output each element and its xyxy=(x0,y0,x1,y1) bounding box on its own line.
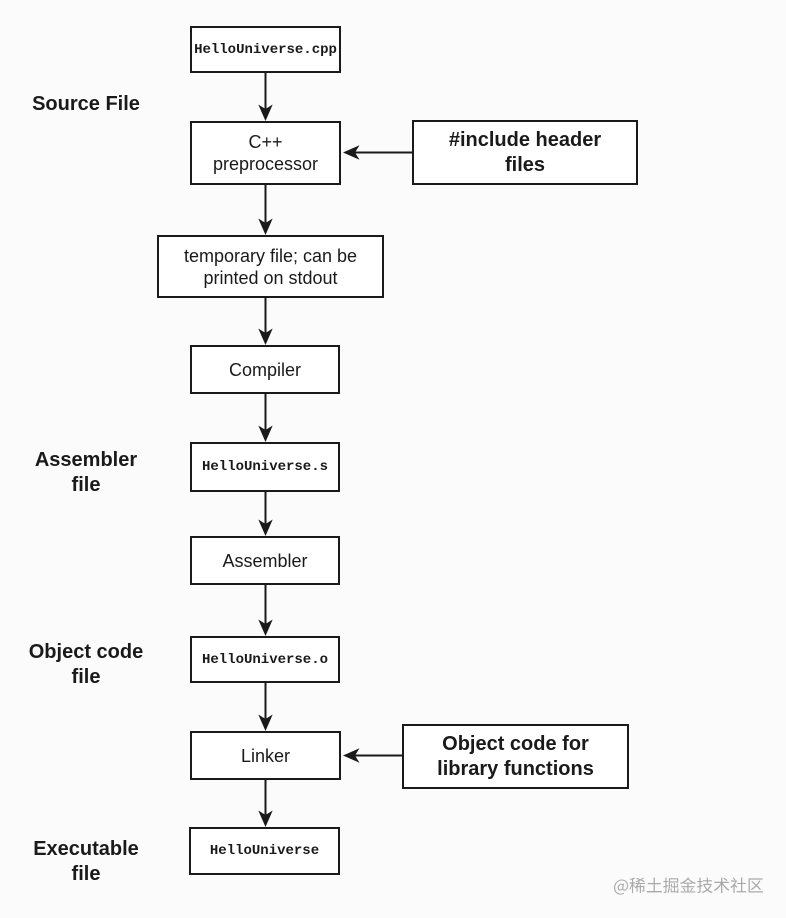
callout-object-code-library: Object code for library functions xyxy=(402,724,629,789)
label-source-file: Source File xyxy=(32,93,140,115)
node-compiler: Compiler xyxy=(190,345,340,394)
watermark-glyphs xyxy=(614,877,763,895)
label-executable-file: Executable file xyxy=(33,838,139,885)
label-object-code-file: Object code file xyxy=(28,641,144,688)
node-assembler: Assembler xyxy=(190,536,340,585)
node-hellouniverse-exe: HelloUniverse xyxy=(189,827,340,875)
node-hellouniverse-s: HelloUniverse.s xyxy=(190,442,340,492)
watermark: @稀土掘金技术社区 xyxy=(614,877,763,895)
node-hellouniverse-o: HelloUniverse.o xyxy=(190,636,340,683)
node-cpp-preprocessor: C++ preprocessor xyxy=(190,121,341,185)
label-assembler-file: Assembler file xyxy=(34,449,138,496)
node-hellouniverse-cpp: HelloUniverse.cpp xyxy=(190,26,341,73)
callout-include-header-files: #include header files xyxy=(412,120,638,185)
node-temporary-file: temporary file; can be printed on stdout xyxy=(157,235,384,298)
node-linker: Linker xyxy=(190,731,341,780)
